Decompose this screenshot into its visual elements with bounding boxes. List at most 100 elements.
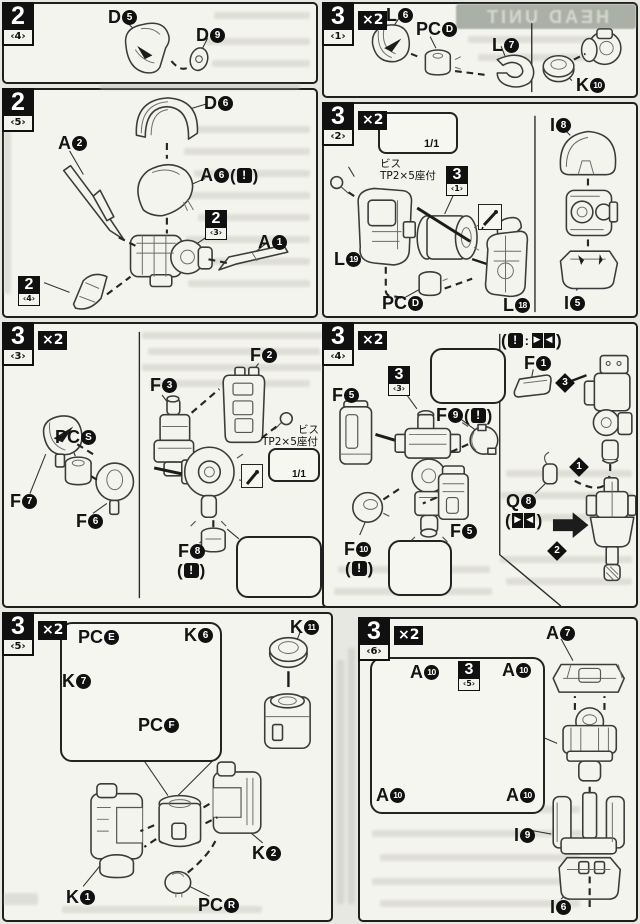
bleed-bar xyxy=(142,364,322,371)
step-number: 3 xyxy=(322,2,354,30)
step-badge-3-6: 3 ‹6› xyxy=(358,617,390,661)
screwdriver-icon xyxy=(478,204,502,230)
bleed-bar xyxy=(194,170,310,177)
bleed-bar xyxy=(478,54,616,61)
bleed-bar xyxy=(62,906,262,913)
warning-note-f10: (!) xyxy=(345,559,374,578)
screw-note-line2: TP2×5座付 xyxy=(262,436,318,448)
bleed-bar xyxy=(468,36,618,43)
multiplier-badge: ×2 xyxy=(358,111,388,130)
order-diamond-2: 2 xyxy=(547,541,567,561)
step-number: 2 xyxy=(2,2,34,30)
diagram-step-3-1 xyxy=(371,17,622,93)
bleed-bar xyxy=(372,878,580,885)
fit-warning-note: (!:▶◀) xyxy=(501,331,562,350)
subassembly-inset-box xyxy=(60,622,222,762)
step-badge-3-2: 3 ‹2› xyxy=(322,102,354,146)
bleed-bar xyxy=(506,470,632,477)
step-substep: ‹3› xyxy=(2,350,34,366)
warning-icon: ! xyxy=(236,167,252,183)
step-number: 3 xyxy=(2,322,34,350)
screwdriver-icon xyxy=(241,464,263,488)
step-substep: ‹6› xyxy=(358,645,390,661)
step-badge-3-3: 3 ‹3› xyxy=(2,322,34,366)
bleed-bar xyxy=(380,900,580,907)
diagram-step-2-5 xyxy=(43,97,289,310)
press-fit-icon: ◀ xyxy=(543,333,555,348)
ref-badge-2-3: 2‹3› xyxy=(205,210,227,240)
multiplier-badge: ×2 xyxy=(358,11,388,30)
step-substep: ‹2› xyxy=(322,130,354,146)
warning-note-f8: (!) xyxy=(177,561,206,580)
ref-badge-2-4: 2‹4› xyxy=(18,276,40,306)
screw-note-line1: ビス xyxy=(298,424,319,436)
bleed-bar xyxy=(188,280,310,287)
multiplier-badge: ×2 xyxy=(38,621,68,640)
bleed-bar xyxy=(206,38,310,45)
press-fit-icon: ▶ xyxy=(512,513,524,528)
detail-inset-box xyxy=(388,540,452,596)
step-substep: ‹1› xyxy=(322,30,354,46)
multiplier-badge: ×2 xyxy=(394,626,424,645)
multiplier-badge: ×2 xyxy=(358,331,388,350)
step-badge-2-4: 2 ‹4› xyxy=(2,2,34,46)
warning-icon: ! xyxy=(507,333,523,348)
bleed-bar xyxy=(194,258,310,265)
step-substep: ‹5› xyxy=(2,640,34,656)
diagram-step-2-4 xyxy=(123,18,209,74)
bleed-bar xyxy=(148,348,320,355)
bleed-bar xyxy=(348,648,355,904)
step-badge-2-5: 2 ‹5› xyxy=(2,88,34,132)
step-substep: ‹5› xyxy=(2,116,34,132)
step-number: 3 xyxy=(2,612,34,640)
screw-ratio: 1/1 xyxy=(424,138,440,150)
press-fit-icon: ▶ xyxy=(531,333,543,348)
screw-inset-box xyxy=(378,112,458,154)
bleed-bar xyxy=(380,854,580,861)
warning-icon: ! xyxy=(351,561,367,576)
step-badge-3-4: 3 ‹4› xyxy=(322,322,354,366)
bleed-bar xyxy=(4,893,38,905)
bleed-bar xyxy=(500,556,632,563)
step-number: 3 xyxy=(322,102,354,130)
bleed-bar xyxy=(372,830,582,837)
bleed-bar xyxy=(184,148,310,155)
step-substep: ‹4› xyxy=(322,350,354,366)
bleed-bar xyxy=(506,578,632,585)
ref-badge-3-1: 3‹1› xyxy=(446,166,468,196)
bleed-bar xyxy=(214,12,310,19)
ref-badge-3-5: 3‹5› xyxy=(458,661,480,691)
